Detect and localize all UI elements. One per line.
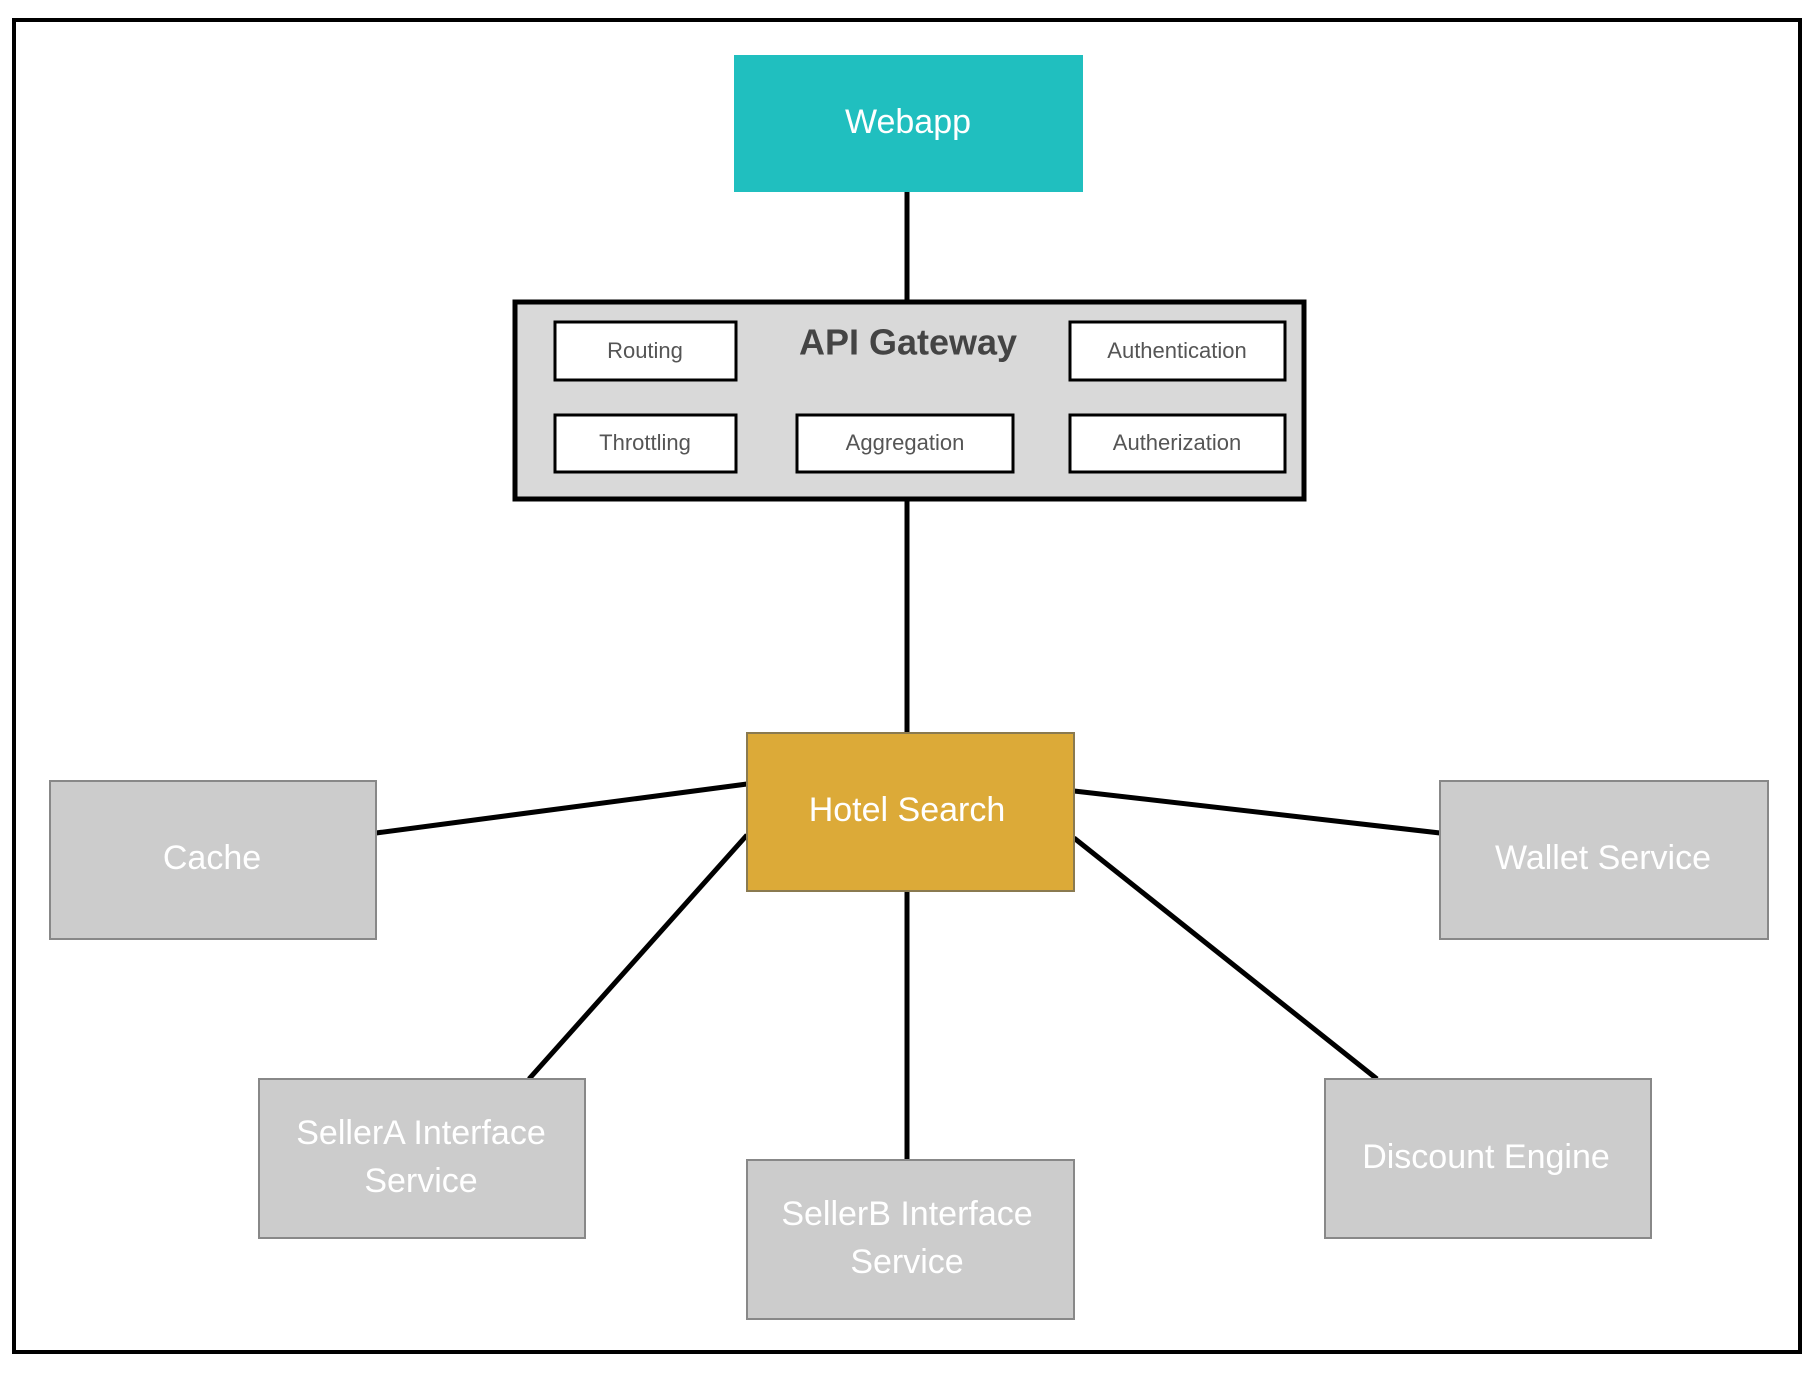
feature-autherization: Autherization: [1068, 413, 1287, 474]
seller-b-interface-node: SellerB Interface Service: [746, 1159, 1075, 1320]
wallet-service-node: Wallet Service: [1439, 780, 1769, 940]
hotel-search-label: Hotel Search: [809, 791, 1006, 829]
seller-b-label-line2: Service: [850, 1243, 963, 1281]
connector-wallet: [1073, 788, 1441, 836]
wallet-service-label: Wallet Service: [1495, 839, 1711, 877]
feature-authentication: Authentication: [1068, 320, 1287, 382]
feature-throttling: Throttling: [553, 413, 738, 474]
cache-node: Cache: [49, 780, 377, 940]
feature-aggregation: Aggregation: [795, 413, 1015, 474]
feature-label: Authentication: [1107, 338, 1246, 363]
api-gateway-node: API Gateway Routing Authentication Throt…: [512, 299, 1307, 502]
connector-seller-a: [527, 833, 749, 1081]
seller-a-label-line2: Service: [364, 1162, 477, 1200]
seller-a-label-line1: SellerA Interface: [296, 1114, 545, 1152]
api-gateway-title: API Gateway: [799, 322, 1017, 363]
hotel-search-node: Hotel Search: [746, 732, 1075, 892]
discount-engine-label: Discount Engine: [1362, 1138, 1610, 1176]
feature-label: Autherization: [1113, 430, 1241, 455]
feature-label: Throttling: [599, 430, 691, 455]
webapp-label: Webapp: [845, 103, 971, 141]
cache-label: Cache: [163, 839, 261, 877]
connector-cache: [375, 781, 748, 836]
feature-label: Routing: [607, 338, 683, 363]
connector-discount: [1072, 836, 1379, 1081]
feature-routing: Routing: [553, 320, 738, 382]
feature-label: Aggregation: [846, 430, 965, 455]
seller-b-label-line1: SellerB Interface: [781, 1195, 1032, 1233]
webapp-node: Webapp: [734, 55, 1083, 192]
discount-engine-node: Discount Engine: [1324, 1078, 1652, 1239]
seller-a-interface-node: SellerA Interface Service: [258, 1078, 586, 1239]
